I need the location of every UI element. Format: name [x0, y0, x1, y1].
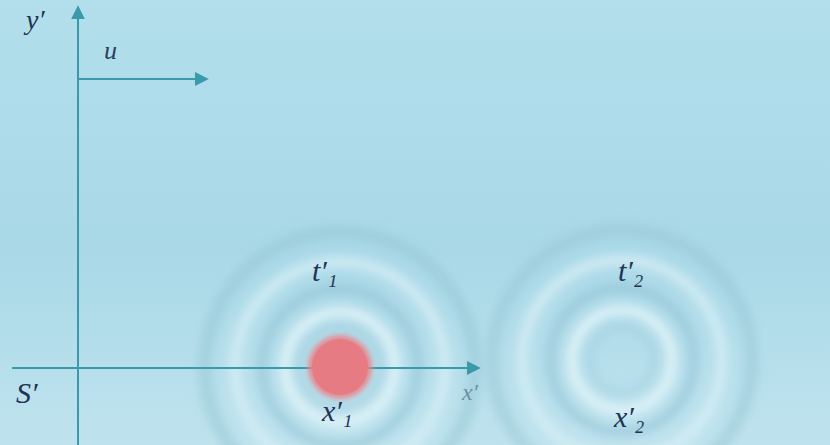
time-label: t′₁ — [312, 256, 337, 286]
ripple-right — [492, 230, 752, 445]
position-label: x′₂ — [614, 402, 644, 432]
source-ball — [308, 335, 372, 399]
frame-label: S′ — [16, 378, 38, 408]
y-axis — [77, 8, 79, 445]
axis-label: x′ — [462, 380, 478, 404]
velocity-arrow — [78, 78, 206, 80]
time-label: t′₂ — [618, 256, 643, 286]
ripple-left — [205, 232, 475, 445]
axis-label: y′ — [26, 6, 45, 34]
source-ball-core — [312, 339, 368, 395]
x-axis — [12, 367, 478, 369]
velocity-label: u — [104, 38, 117, 64]
position-label: x′₁ — [322, 396, 352, 426]
